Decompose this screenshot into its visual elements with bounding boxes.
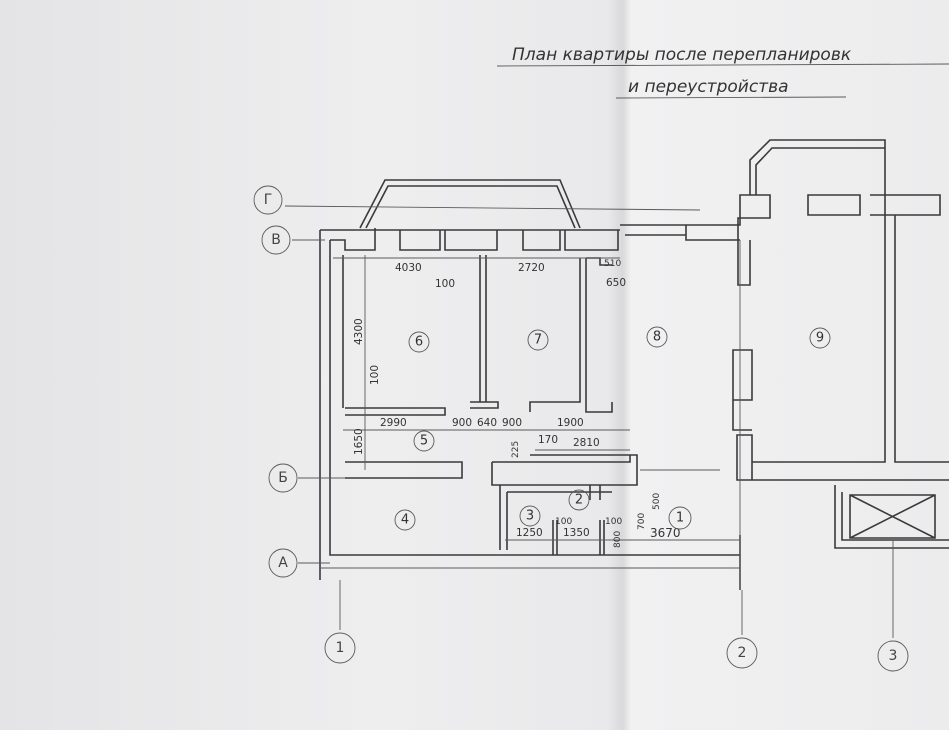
- title-line-2: и переустройства: [628, 77, 789, 97]
- dimension-labels: 4030 2720 510 650 100 4300 100 2990 900 …: [353, 259, 681, 548]
- svg-text:А: А: [278, 555, 288, 571]
- dim-700: 700: [637, 513, 647, 530]
- svg-text:6: 6: [415, 335, 423, 350]
- axis-markers: Г В Б А 1 2 3: [253, 185, 909, 672]
- room-2: 2: [568, 489, 590, 511]
- axis-a: А: [268, 548, 298, 578]
- dimension-lines: [284, 205, 894, 638]
- dim-2990: 2990: [380, 417, 407, 429]
- title: План квартиры после перепланировк и пере…: [496, 45, 949, 99]
- dim-100-d: 100: [605, 517, 622, 527]
- room-3: 3: [519, 505, 541, 527]
- dim-2810: 2810: [573, 437, 600, 449]
- room-6: 6: [408, 331, 430, 353]
- dim-225: 225: [511, 441, 521, 458]
- svg-text:Г: Г: [264, 192, 273, 208]
- dim-100-vertical: 100: [369, 365, 381, 385]
- svg-text:3: 3: [526, 509, 534, 524]
- dim-1350: 1350: [563, 527, 590, 539]
- dim-100: 100: [435, 278, 455, 290]
- dim-1650: 1650: [353, 428, 365, 455]
- svg-text:2: 2: [575, 493, 583, 508]
- svg-text:9: 9: [816, 331, 824, 346]
- room-1: 1: [668, 506, 692, 530]
- dim-900: 900: [452, 417, 472, 429]
- room-8: 8: [646, 326, 668, 348]
- dim-1250: 1250: [516, 527, 543, 539]
- dim-510: 510: [604, 259, 621, 269]
- room-7: 7: [527, 329, 549, 351]
- svg-text:1: 1: [336, 640, 345, 656]
- dim-800: 800: [613, 531, 623, 548]
- dim-1900: 1900: [557, 417, 584, 429]
- dim-170: 170: [538, 434, 558, 446]
- dim-100-c: 100: [555, 517, 572, 527]
- axis-2: 2: [726, 637, 758, 669]
- dim-2720: 2720: [518, 262, 545, 274]
- dim-650: 650: [606, 277, 626, 289]
- title-line-1: План квартиры после перепланировк: [512, 45, 852, 65]
- axis-1: 1: [324, 632, 356, 664]
- dim-500: 500: [652, 493, 662, 510]
- dim-640: 640: [477, 417, 497, 429]
- room-5: 5: [413, 430, 435, 452]
- dim-900-b: 900: [502, 417, 522, 429]
- svg-text:2: 2: [738, 645, 747, 661]
- svg-text:4: 4: [401, 513, 409, 528]
- svg-text:3: 3: [889, 648, 898, 664]
- axis-v: В: [261, 225, 291, 255]
- axis-b: Б: [268, 463, 298, 493]
- room-markers: 6 7 8 9 5 4 3 2 1: [394, 326, 831, 531]
- axis-g: Г: [253, 185, 283, 215]
- dim-4300: 4300: [353, 318, 365, 345]
- dim-3670: 3670: [650, 526, 681, 540]
- svg-text:5: 5: [420, 434, 428, 449]
- svg-text:В: В: [271, 232, 281, 248]
- svg-text:7: 7: [534, 333, 542, 348]
- dim-4030: 4030: [395, 262, 422, 274]
- axis-3: 3: [877, 640, 909, 672]
- room-9: 9: [809, 327, 831, 349]
- svg-text:Б: Б: [278, 470, 288, 486]
- svg-text:1: 1: [676, 511, 684, 526]
- room-4: 4: [394, 509, 416, 531]
- svg-text:8: 8: [653, 330, 661, 345]
